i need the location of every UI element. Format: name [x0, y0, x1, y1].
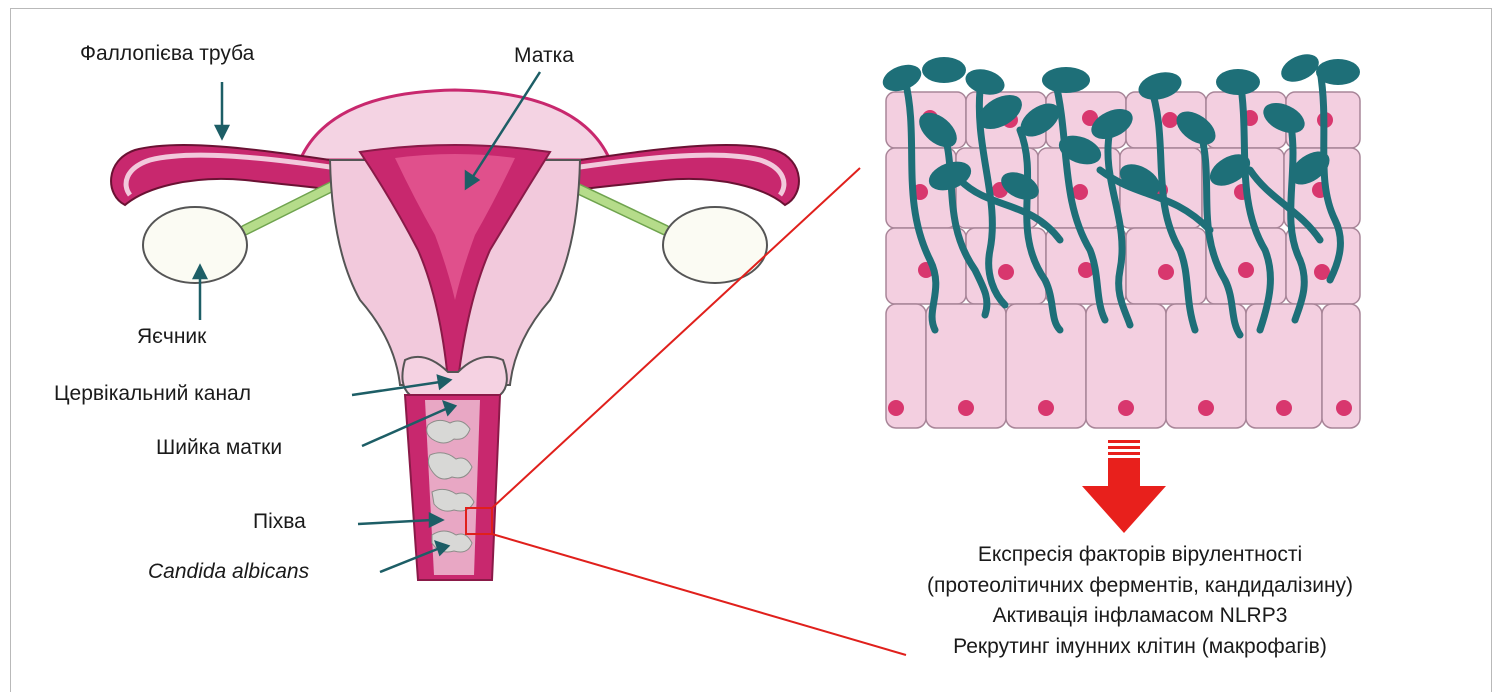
label-ovary: Яєчник: [137, 325, 206, 349]
ovary-right: [663, 207, 767, 283]
outcome-caption: Експресія факторів вірулентності (протео…: [820, 540, 1460, 662]
label-fallopian-tube: Фаллопієва труба: [80, 42, 254, 66]
label-candida: Candida albicans: [148, 560, 309, 584]
epithelium-closeup: [879, 49, 1360, 428]
outcome-line-2: (протеолітичних ферментів, кандидалізину…: [820, 571, 1460, 602]
outcome-line-4: Рекрутинг імунних клітин (макрофагів): [820, 632, 1460, 663]
label-vagina: Піхва: [253, 510, 306, 534]
down-arrow-icon: [1082, 440, 1166, 533]
uterus-illustration: [111, 90, 799, 580]
label-cervix: Шийка матки: [156, 436, 282, 460]
ovary-left: [143, 207, 247, 283]
outcome-line-1: Експресія факторів вірулентності: [820, 540, 1460, 571]
outcome-line-3: Активація інфламасом NLRP3: [820, 601, 1460, 632]
label-cervical-canal: Цервікальний канал: [54, 382, 251, 406]
label-uterus: Матка: [514, 44, 574, 68]
